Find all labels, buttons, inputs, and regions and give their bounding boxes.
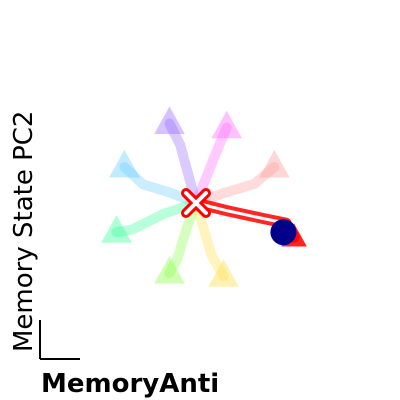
trajectory-end-marker-6 <box>154 256 185 284</box>
trajectory-layer <box>111 118 300 282</box>
trajectory-line-6 <box>164 198 201 278</box>
trajectory-line-3 <box>164 118 201 208</box>
trajectory-line-7 <box>191 198 229 282</box>
trajectory-end-marker-4 <box>109 150 140 178</box>
trajectory-end-marker-3 <box>154 106 185 134</box>
origin-marker <box>181 188 211 218</box>
final-state-dot-layer <box>270 219 297 246</box>
trajectory-line-1 <box>191 162 280 208</box>
trajectory-line-5 <box>111 198 201 238</box>
trajectory-end-marker-2 <box>211 110 242 139</box>
y-axis-label: Memory State PC2 <box>9 111 39 352</box>
trajectory-end-marker-1 <box>259 150 290 178</box>
trajectory-line-4 <box>119 162 201 208</box>
trajectory-line-2 <box>191 122 232 208</box>
trajectory-end-marker-5 <box>101 215 132 243</box>
trajectory-end-marker-7 <box>208 259 239 287</box>
x-axis-label: MemoryAnti <box>41 369 219 399</box>
final-state-dot <box>270 219 297 246</box>
